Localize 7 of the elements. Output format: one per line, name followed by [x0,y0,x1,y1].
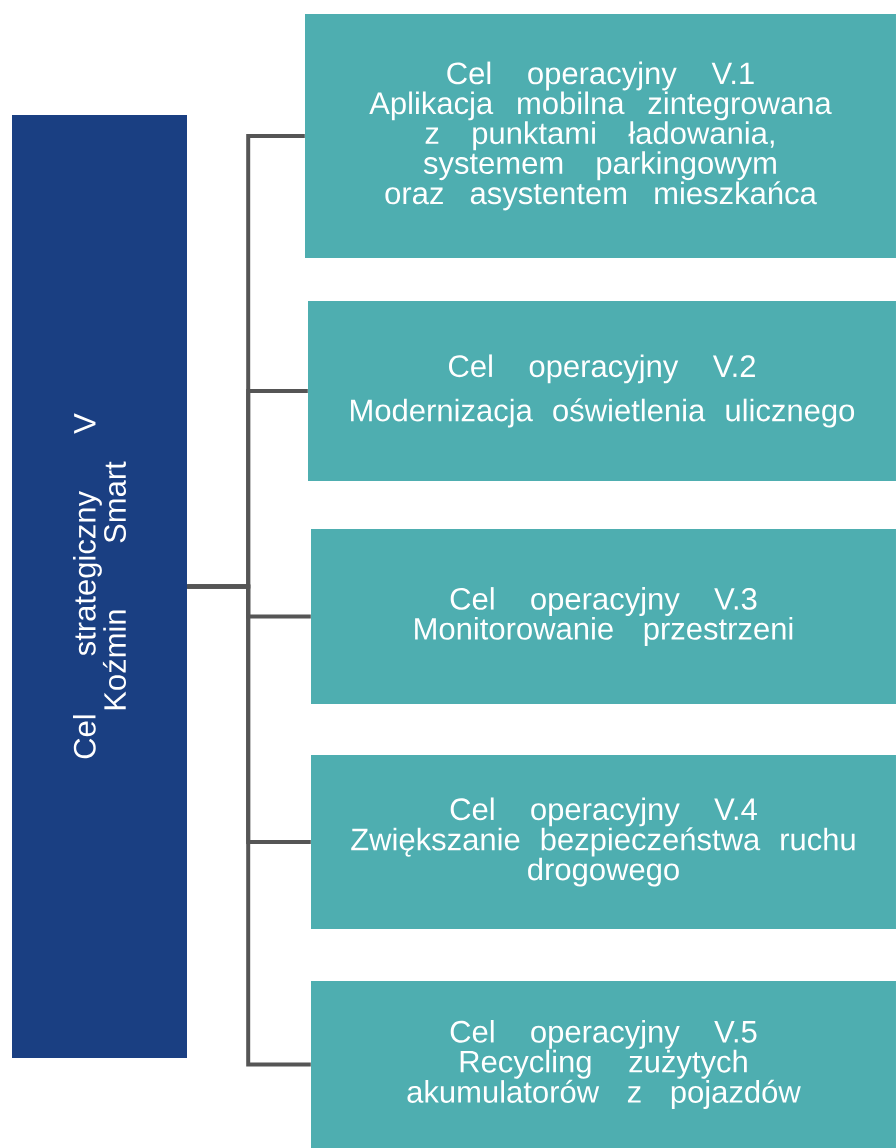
operational-goal-box: Cel operacyjny V.4 Zwiększanie bezpieczeństwa ruchu drogowego [311,755,896,929]
operational-goal-box: Cel operacyjny V.2 Modernizacja oświetlenia ulicznego [308,301,896,481]
strategic-goal-box: Cel strategiczny V Koźmin Smart [12,115,187,1058]
operational-goal-box: Cel operacyjny V.3 Monitorowanie przestrzeni [311,529,896,704]
operational-goal-box: Cel operacyjny V.1 Aplikacja mobilna zintegrowana z punktami ładowania, systemem parkingowym oraz asystentem mieszkańca [305,14,896,258]
operational-goal-box: Cel operacyjny V.5 Recycling zużytych akumulatorów z pojazdów [311,981,896,1148]
connector-line [187,584,311,1067]
